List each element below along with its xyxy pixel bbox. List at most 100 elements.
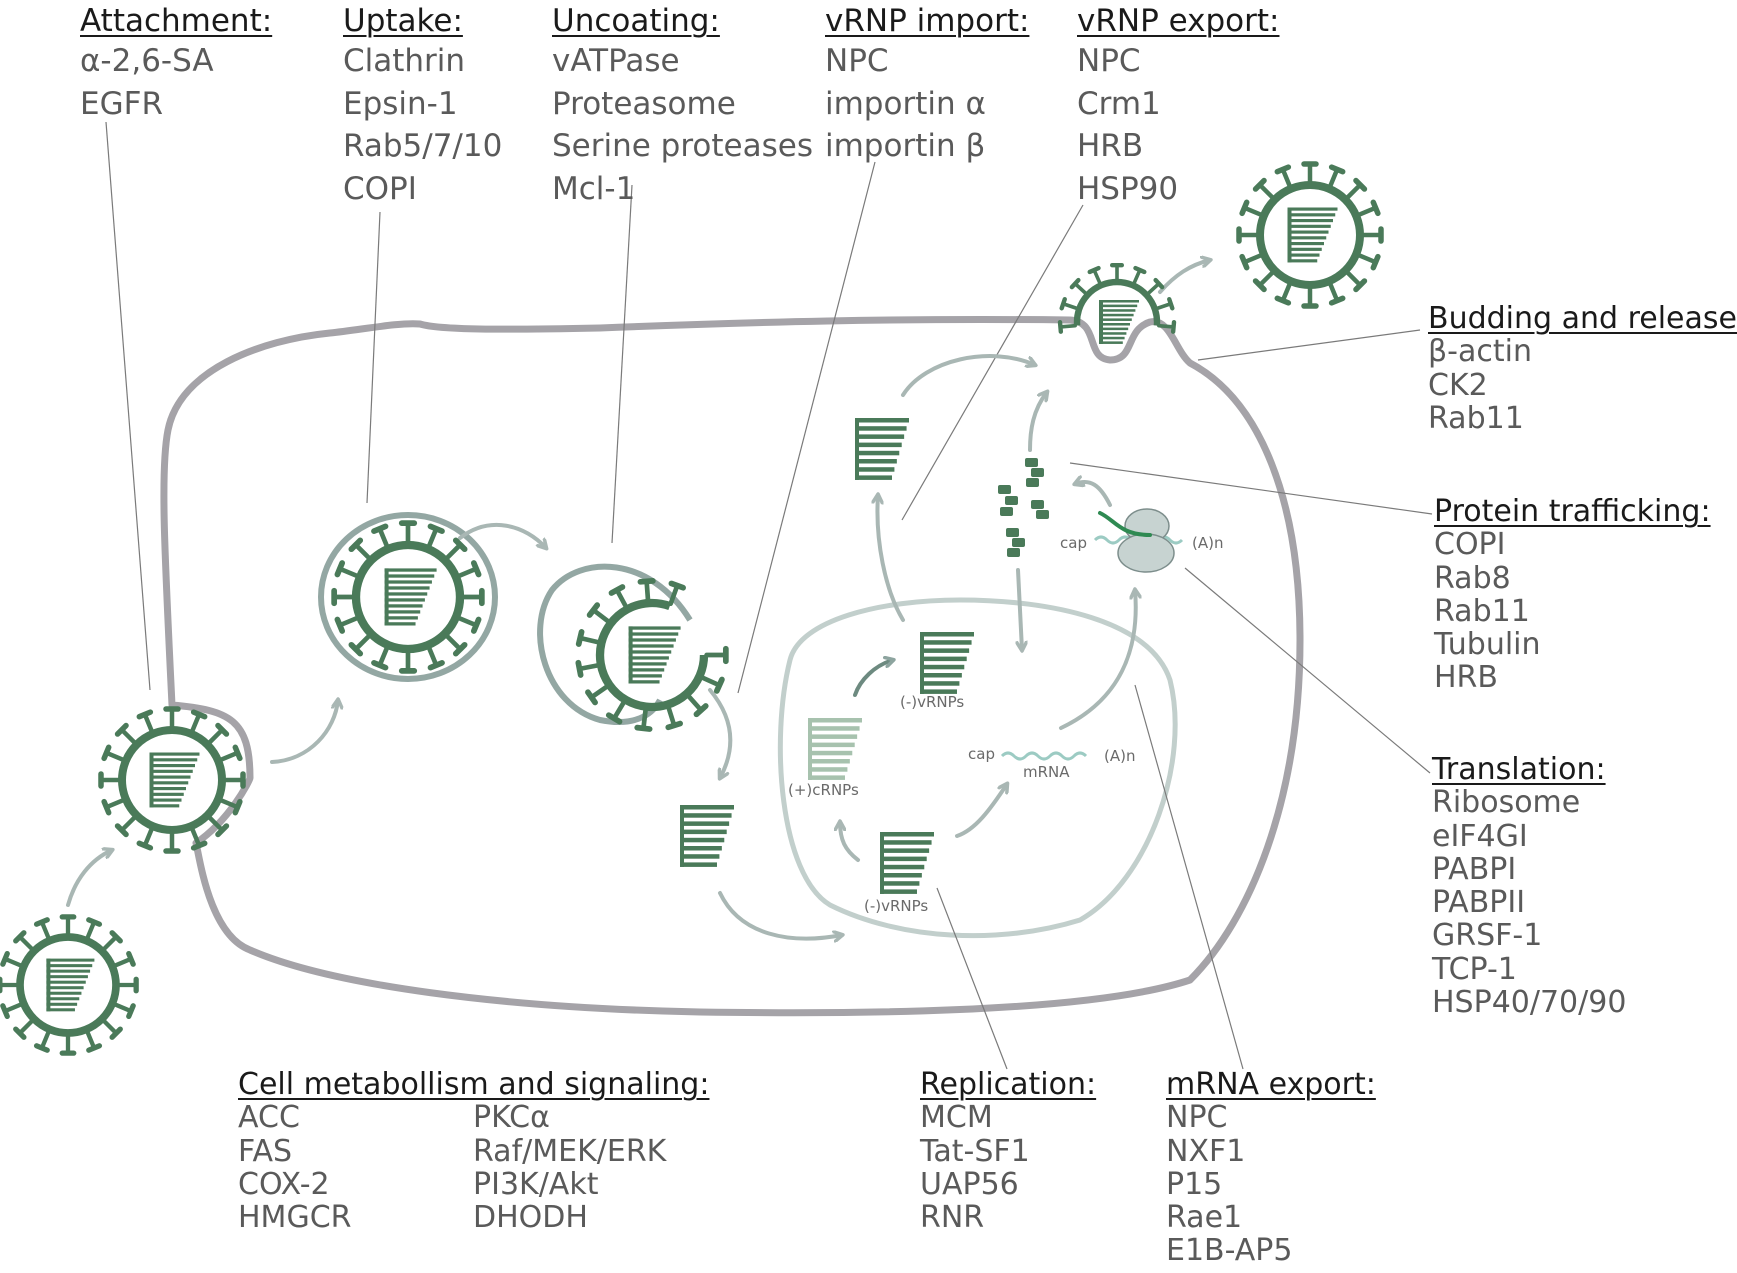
vrnp-import-item: importin α (825, 85, 986, 122)
translation-item: HSP40/70/90 (1432, 985, 1627, 1021)
replication-item: UAP56 (920, 1166, 1019, 1202)
metabolism-item: ACC (238, 1100, 300, 1136)
cell-membrane (160, 315, 1304, 1017)
replication-heading: Replication: (920, 1067, 1097, 1102)
protein-trafficking-heading: Protein trafficking: (1434, 494, 1711, 529)
translation-item: GRSF-1 (1432, 918, 1543, 954)
vrnp-import-item: importin β (825, 128, 986, 164)
metabolism-item: DHODH (473, 1200, 588, 1236)
translation-item: Ribosome (1432, 785, 1581, 821)
protein-trafficking-item: HRB (1434, 660, 1498, 696)
metabolism-label-group: Cell metabollism and signaling: ACC FAS … (238, 1068, 709, 1235)
metabolism-item: Raf/MEK/ERK (473, 1133, 667, 1169)
protein-trafficking-item: Rab11 (1434, 593, 1530, 629)
vrnp-export-heading: vRNP export: (1077, 3, 1280, 39)
uptake-item: Clathrin (343, 43, 466, 79)
cyto-polya-label: (A)n (1192, 534, 1224, 552)
endosome-uncoating (537, 563, 693, 725)
vrnp-import-heading: vRNP import: (825, 3, 1030, 39)
protein-trafficking-item: COPI (1434, 527, 1506, 563)
protein-trafficking-item: Tubulin (1434, 627, 1541, 663)
budding-label-group: Budding and release: β-actin CK2 Rab11 (1428, 302, 1737, 435)
mrna-polya-label: (A)n (1104, 747, 1136, 765)
uncoating-item: vATPase (552, 43, 680, 79)
translation-item: TCP-1 (1432, 951, 1517, 987)
mrna-nuclear-strand (1000, 751, 1088, 761)
vrnp-nucleus-progeny (920, 632, 974, 694)
metabolism-item: FAS (238, 1133, 293, 1169)
vrnp-nucleus-template (880, 832, 934, 894)
mrna-cap-label: cap (968, 745, 995, 763)
virion-budding (1057, 263, 1177, 344)
translation-item: eIF4GI (1432, 818, 1528, 854)
translation-item: PABPII (1432, 885, 1526, 921)
metabolism-item: PI3K/Akt (473, 1166, 599, 1202)
uptake-item: Epsin-1 (343, 85, 458, 122)
translation-heading: Translation: (1432, 752, 1606, 787)
mrna-export-label-group: mRNA export: NPC NXF1 P15 Rae1 E1B-AP5 (1166, 1068, 1376, 1268)
mrna-export-heading: mRNA export: (1166, 1067, 1376, 1102)
crnps-label: (+)cRNPs (788, 781, 859, 799)
attachment-item: EGFR (80, 85, 163, 122)
vrnp-import-item: NPC (825, 43, 889, 79)
uptake-item: COPI (343, 170, 417, 207)
uncoating-item: Serine proteases (552, 128, 813, 164)
arrow-crna-to-vrna (853, 660, 893, 697)
endosome-uptake (318, 512, 498, 682)
vrnp-cytoplasm-export (855, 418, 909, 480)
uptake-heading: Uptake: (343, 3, 463, 39)
lifecycle-arrows (66, 260, 1210, 939)
virion-outside (0, 914, 139, 1056)
replication-item: RNR (920, 1200, 985, 1236)
metabolism-item: HMGCR (238, 1200, 352, 1236)
metabolism-item: COX-2 (238, 1166, 330, 1202)
replication-item: Tat-SF1 (920, 1133, 1030, 1169)
budding-heading: Budding and release: (1428, 301, 1737, 336)
budding-item: β-actin (1428, 334, 1532, 370)
attachment-item: α-2,6-SA (80, 43, 214, 79)
attachment-label-group: Attachment: α-2,6-SA EGFR (80, 2, 272, 125)
vrnp-export-item: NPC (1077, 43, 1141, 79)
budding-item: CK2 (1428, 367, 1488, 403)
mrna-export-item: NPC (1166, 1100, 1228, 1136)
uncoating-item: Proteasome (552, 85, 736, 122)
attachment-heading: Attachment: (80, 3, 273, 39)
protein-trafficking-label-group: Protein trafficking: COPI Rab8 Rab11 Tub… (1434, 495, 1711, 695)
replication-label-group: Replication: MCM Tat-SF1 UAP56 RNR (920, 1067, 1097, 1236)
translation-item: PABPI (1432, 851, 1517, 887)
replication-item: MCM (920, 1100, 993, 1136)
vrnp-export-item: HRB (1077, 128, 1144, 164)
mrna-export-item: E1B-AP5 (1166, 1233, 1293, 1269)
protein-trafficking-item: Rab8 (1434, 560, 1511, 596)
uncoating-label-group: Uncoating: vATPase Proteasome Serine pro… (552, 2, 813, 210)
mrna-export-item: NXF1 (1166, 1133, 1246, 1169)
vrnp-import-label-group: vRNP import: NPC importin α importin β (825, 2, 1029, 168)
leader-lines (105, 121, 1433, 1070)
vrnp-cytoplasm-import (680, 805, 734, 867)
mrna-label: mRNA (1023, 763, 1070, 781)
ribosome (1098, 508, 1175, 573)
vrnp-export-item: HSP90 (1077, 170, 1179, 207)
metabolism-heading: Cell metabollism and signaling: (238, 1067, 710, 1102)
translation-label-group: Translation: Ribosome eIF4GI PABPI PABPI… (1432, 752, 1627, 1021)
uptake-label-group: Uptake: Clathrin Epsin-1 Rab5/7/10 COPI (343, 2, 502, 210)
uncoating-item: Mcl-1 (552, 170, 636, 207)
virion-uncoating (575, 578, 729, 732)
uncoating-heading: Uncoating: (552, 3, 720, 39)
crnp-nucleus (808, 718, 862, 780)
metabolism-item: PKCα (473, 1100, 550, 1136)
cyto-cap-label: cap (1060, 534, 1087, 552)
virion-attached (98, 706, 246, 854)
vrnp-export-label-group: vRNP export: NPC Crm1 HRB HSP90 (1077, 2, 1279, 210)
viral-proteins (998, 458, 1049, 557)
nucleus-membrane (777, 597, 1178, 939)
mrna-export-item: P15 (1166, 1166, 1223, 1202)
vrnps-label-bottom: (-)vRNPs (864, 897, 929, 915)
vrnps-label-top: (-)vRNPs (900, 693, 965, 711)
uptake-item: Rab5/7/10 (343, 128, 503, 164)
vrnp-export-item: Crm1 (1077, 85, 1161, 122)
virion-released (1236, 161, 1384, 309)
budding-item: Rab11 (1428, 400, 1524, 436)
mrna-export-item: Rae1 (1166, 1200, 1243, 1236)
